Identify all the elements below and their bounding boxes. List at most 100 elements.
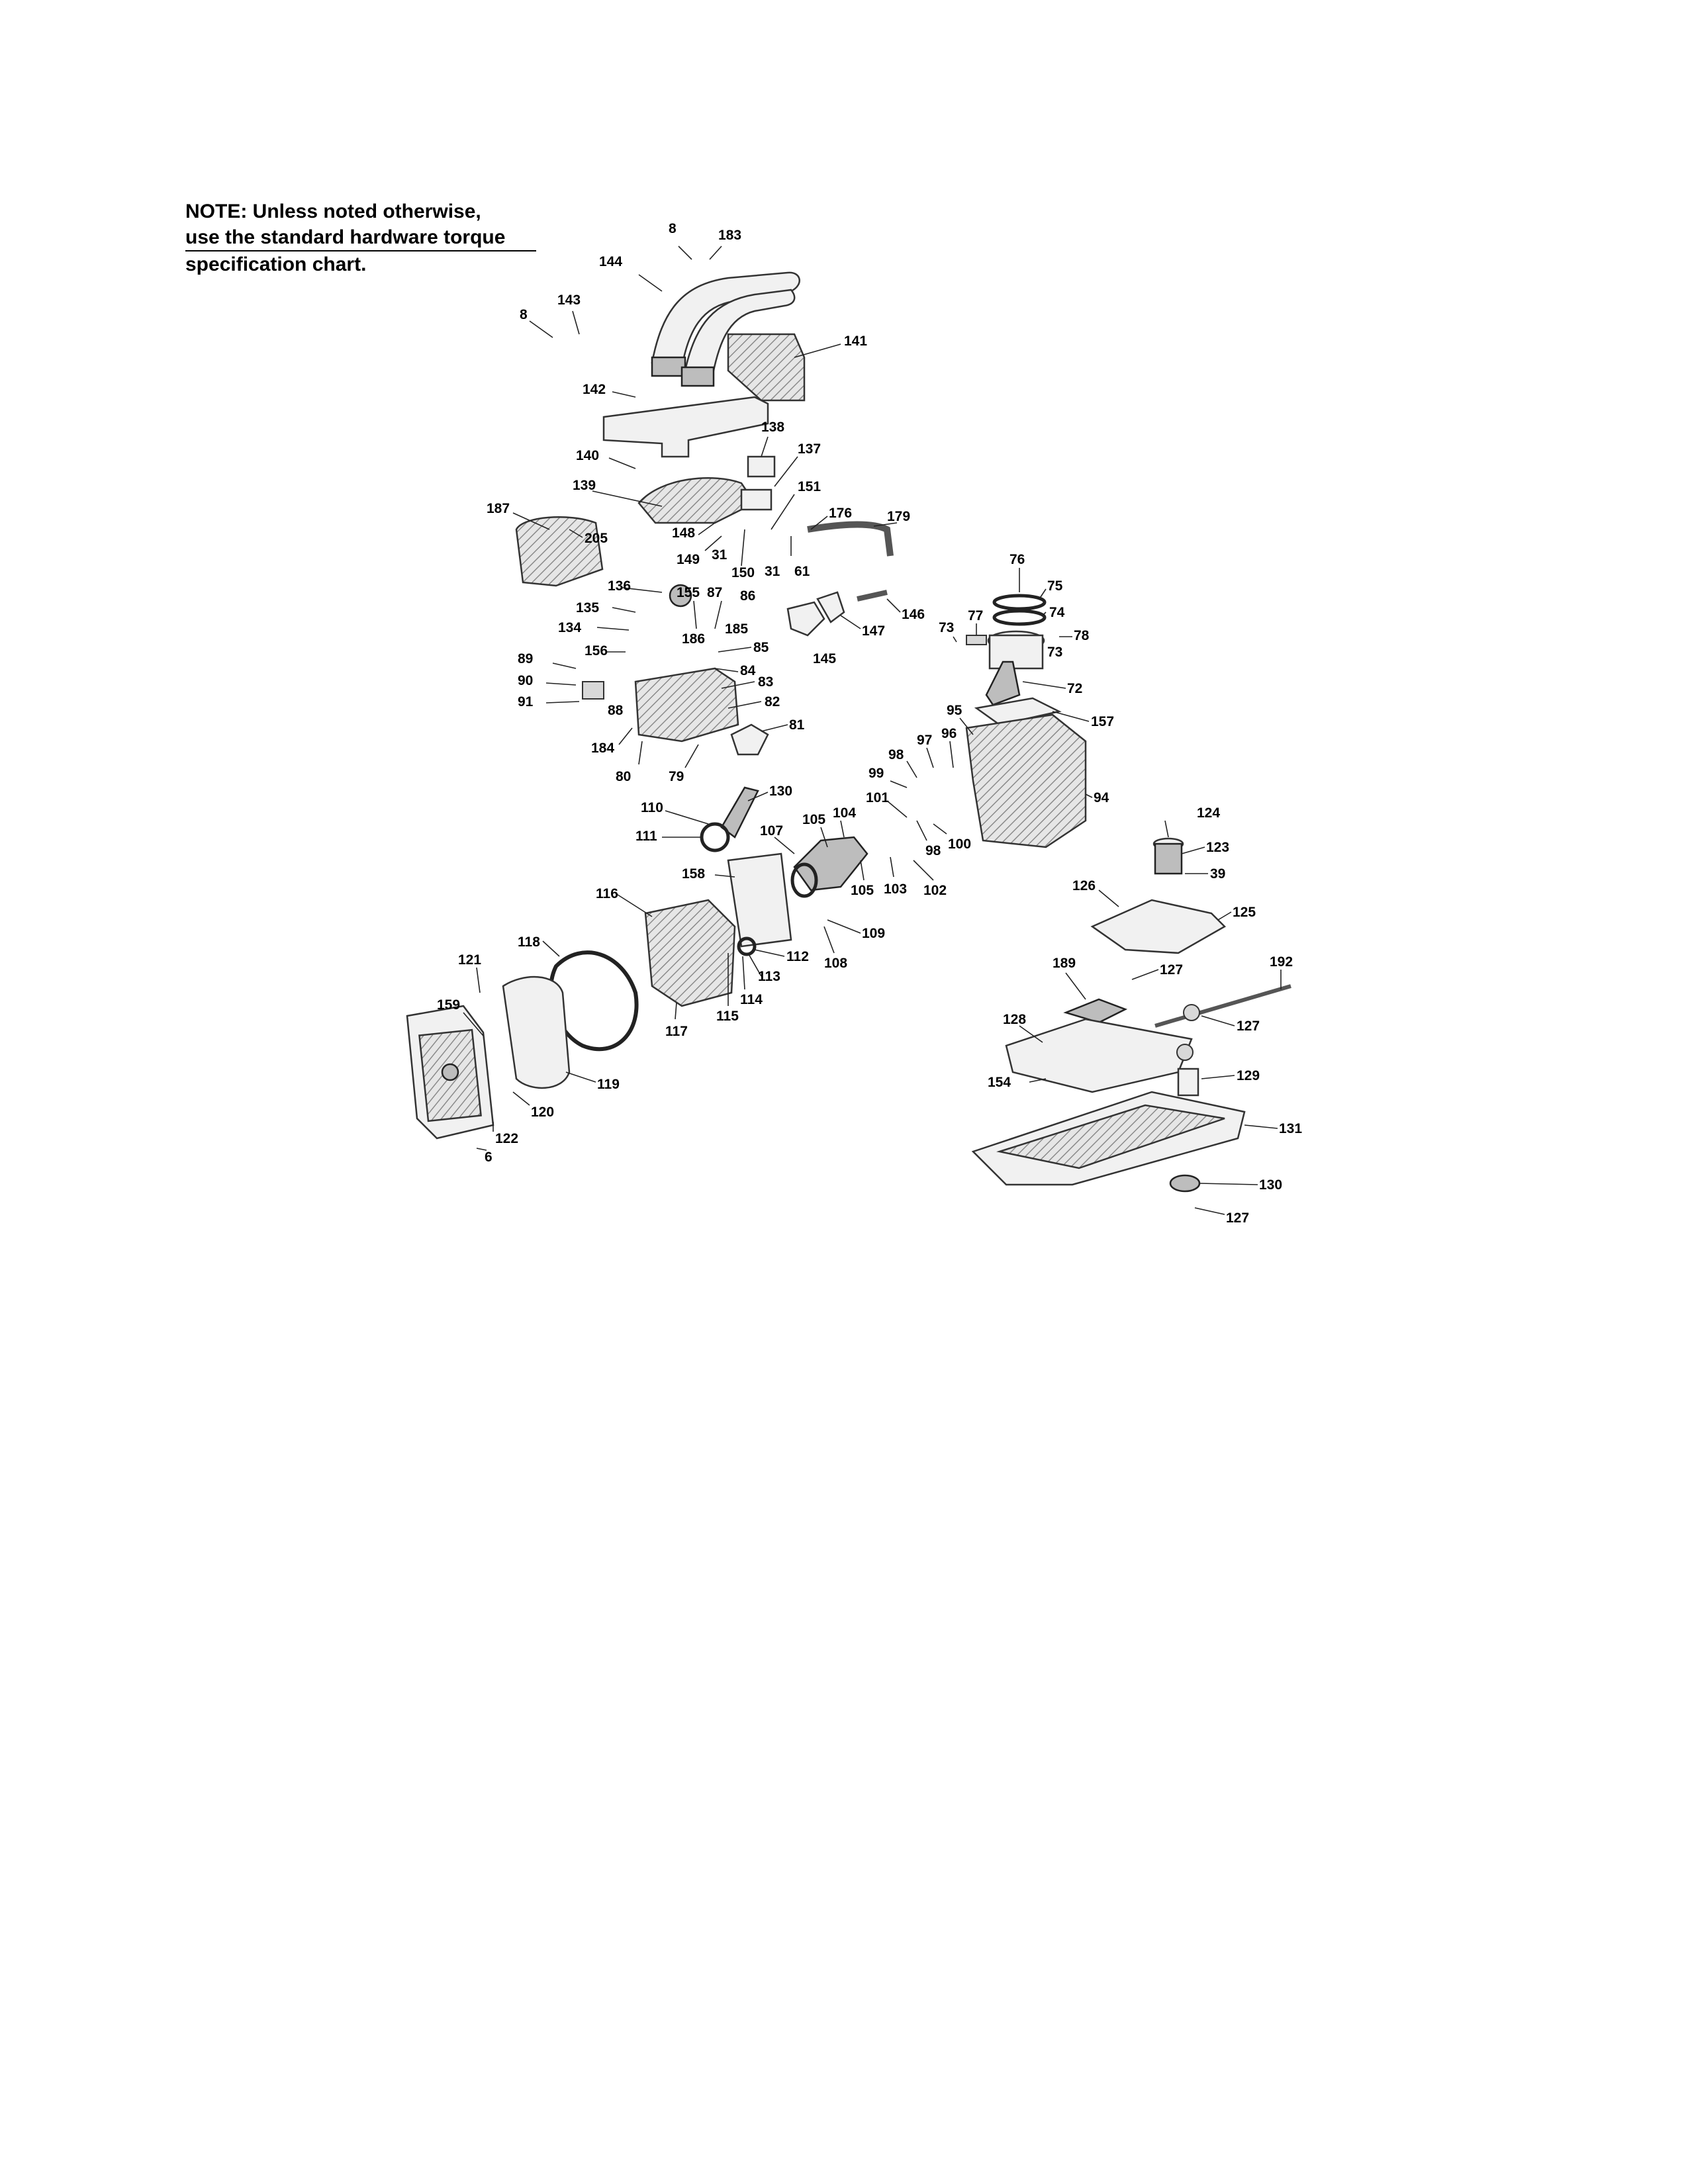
callout-116: 116 [596, 886, 618, 901]
callout-107: 107 [760, 823, 783, 839]
callout-72: 72 [1067, 681, 1082, 696]
part-seal-113 [737, 936, 757, 956]
callout-125: 125 [1233, 905, 1256, 920]
callout-145: 145 [813, 651, 836, 666]
part-cap-136 [669, 584, 692, 608]
callout-6: 6 [485, 1150, 492, 1165]
callout-124: 124 [1197, 805, 1220, 821]
callout-205: 205 [585, 531, 608, 546]
callout-104: 104 [833, 805, 856, 821]
callout-158: 158 [682, 866, 705, 882]
callout-184: 184 [591, 741, 614, 756]
callout-31-a: 31 [712, 547, 727, 563]
callout-159: 159 [437, 997, 460, 1013]
callout-138: 138 [761, 420, 784, 435]
callout-114: 114 [740, 992, 763, 1007]
callout-122: 122 [495, 1131, 518, 1146]
callout-142: 142 [583, 382, 606, 397]
callout-192: 192 [1270, 954, 1293, 970]
callout-130: 130 [769, 784, 792, 799]
callout-119: 119 [597, 1077, 620, 1092]
part-piston-body [988, 634, 1044, 670]
part-handle-grip-left [651, 356, 686, 377]
part-rocker-147 [816, 591, 845, 623]
callout-103: 103 [884, 882, 907, 897]
callout-61: 61 [794, 564, 810, 579]
callout-94: 94 [1094, 790, 1109, 805]
callout-86: 86 [740, 588, 755, 604]
callout-146: 146 [902, 607, 925, 622]
callout-144: 144 [599, 254, 622, 269]
callout-179: 179 [887, 509, 910, 524]
torque-note-line-2: use the standard hardware torque [185, 224, 536, 251]
part-block-189 [1063, 998, 1128, 1024]
callout-149: 149 [677, 552, 700, 567]
torque-note-line-3: specification chart. [185, 253, 367, 275]
callout-31-b: 31 [765, 564, 780, 579]
part-tube-179 [807, 521, 894, 557]
leader-lines [463, 246, 1282, 1215]
callout-131: 131 [1279, 1121, 1302, 1136]
callout-91: 91 [518, 694, 534, 709]
part-cap-90 [582, 681, 604, 700]
parts-illustration [406, 271, 1291, 1193]
callout-120: 120 [531, 1105, 554, 1120]
callout-8: 8 [669, 221, 677, 236]
callout-143: 143 [557, 293, 581, 308]
callout-113: 113 [758, 969, 780, 984]
callout-111: 111 [635, 829, 657, 844]
callout-84: 84 [740, 663, 756, 678]
callout-156: 156 [585, 643, 608, 659]
part-tank-140 [602, 396, 769, 458]
callout-140: 140 [576, 448, 599, 463]
callout-139: 139 [573, 478, 596, 493]
part-rod-192 [1154, 984, 1291, 1028]
callout-155: 155 [677, 585, 700, 600]
callout-73-b: 73 [1047, 645, 1062, 660]
part-ring-74 [992, 609, 1047, 626]
part-fitting-129 [1177, 1068, 1199, 1097]
callout-185: 185 [725, 621, 748, 637]
part-cover-125 [1090, 899, 1227, 954]
callout-108: 108 [824, 956, 847, 971]
callout-154: 154 [988, 1075, 1011, 1090]
part-cover-116 [644, 899, 736, 1007]
callout-189: 189 [1053, 956, 1076, 971]
part-body-123 [1154, 842, 1183, 875]
part-handle-144b [684, 289, 796, 382]
torque-note-line-1: NOTE: Unless noted otherwise, [185, 201, 481, 222]
callout-101: 101 [866, 790, 889, 805]
callout-105-a: 105 [802, 812, 825, 827]
callout-126: 126 [1072, 878, 1096, 893]
callout-128: 128 [1003, 1012, 1026, 1027]
part-bearing-107 [790, 862, 818, 898]
callout-98-b: 98 [925, 843, 941, 858]
callout-157: 157 [1091, 714, 1114, 729]
callout-110: 110 [641, 800, 663, 815]
callout-82: 82 [765, 694, 780, 709]
part-seal-111 [700, 822, 730, 852]
callout-77: 77 [968, 608, 983, 623]
callout-96: 96 [941, 726, 957, 741]
callout-134: 134 [558, 620, 581, 635]
part-crankcase-94 [965, 713, 1087, 848]
part-handle-grip-right [680, 366, 715, 387]
callout-8-screw: 8 [520, 307, 528, 322]
callout-81: 81 [789, 717, 805, 733]
callout-labels: 8 183 144 8 143 141 142 138 140 137 139 … [437, 221, 1302, 1226]
callout-137: 137 [798, 441, 821, 457]
callout-118: 118 [518, 934, 540, 950]
part-crankshaft-105 [793, 836, 868, 891]
callout-186: 186 [682, 631, 705, 647]
callout-112: 112 [786, 949, 809, 964]
callout-121: 121 [458, 952, 481, 968]
callout-127-b: 127 [1237, 1019, 1260, 1034]
callout-123: 123 [1206, 840, 1229, 855]
callout-176: 176 [829, 506, 852, 521]
callout-187: 187 [487, 501, 510, 516]
part-housing-187 [515, 516, 604, 587]
callout-73-a: 73 [939, 620, 954, 635]
callout-148: 148 [672, 525, 695, 541]
exploded-parts-diagram: 8 183 144 8 143 141 142 138 140 137 139 … [406, 221, 1302, 1226]
part-pin-77 [966, 635, 987, 645]
